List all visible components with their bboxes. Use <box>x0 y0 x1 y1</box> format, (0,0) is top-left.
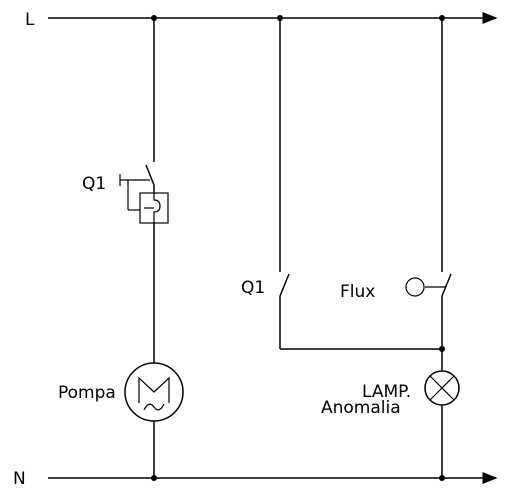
flow-switch-contact <box>441 273 452 297</box>
motor-label: Pompa <box>58 383 116 403</box>
motor-ac-glyph <box>143 403 165 411</box>
lamp-label-line1: LAMP. <box>362 382 411 402</box>
junction-dots <box>151 15 445 481</box>
right-branch: Q1 Flux LAMP. Anomalia <box>241 18 460 478</box>
motor-m-glyph <box>138 376 170 403</box>
aux-contact-label: Q1 <box>241 278 265 298</box>
left-branch: Q1 Pompa <box>58 18 184 478</box>
neutral-label: N <box>13 469 26 489</box>
breaker-contact <box>145 164 155 186</box>
flow-switch-actuator <box>405 277 425 297</box>
phase-label: L <box>25 10 35 30</box>
lamp-label-line2: Anomalia <box>321 398 401 418</box>
aux-contact <box>279 273 290 297</box>
breaker-label: Q1 <box>82 174 106 194</box>
flow-switch-label: Flux <box>340 282 375 302</box>
